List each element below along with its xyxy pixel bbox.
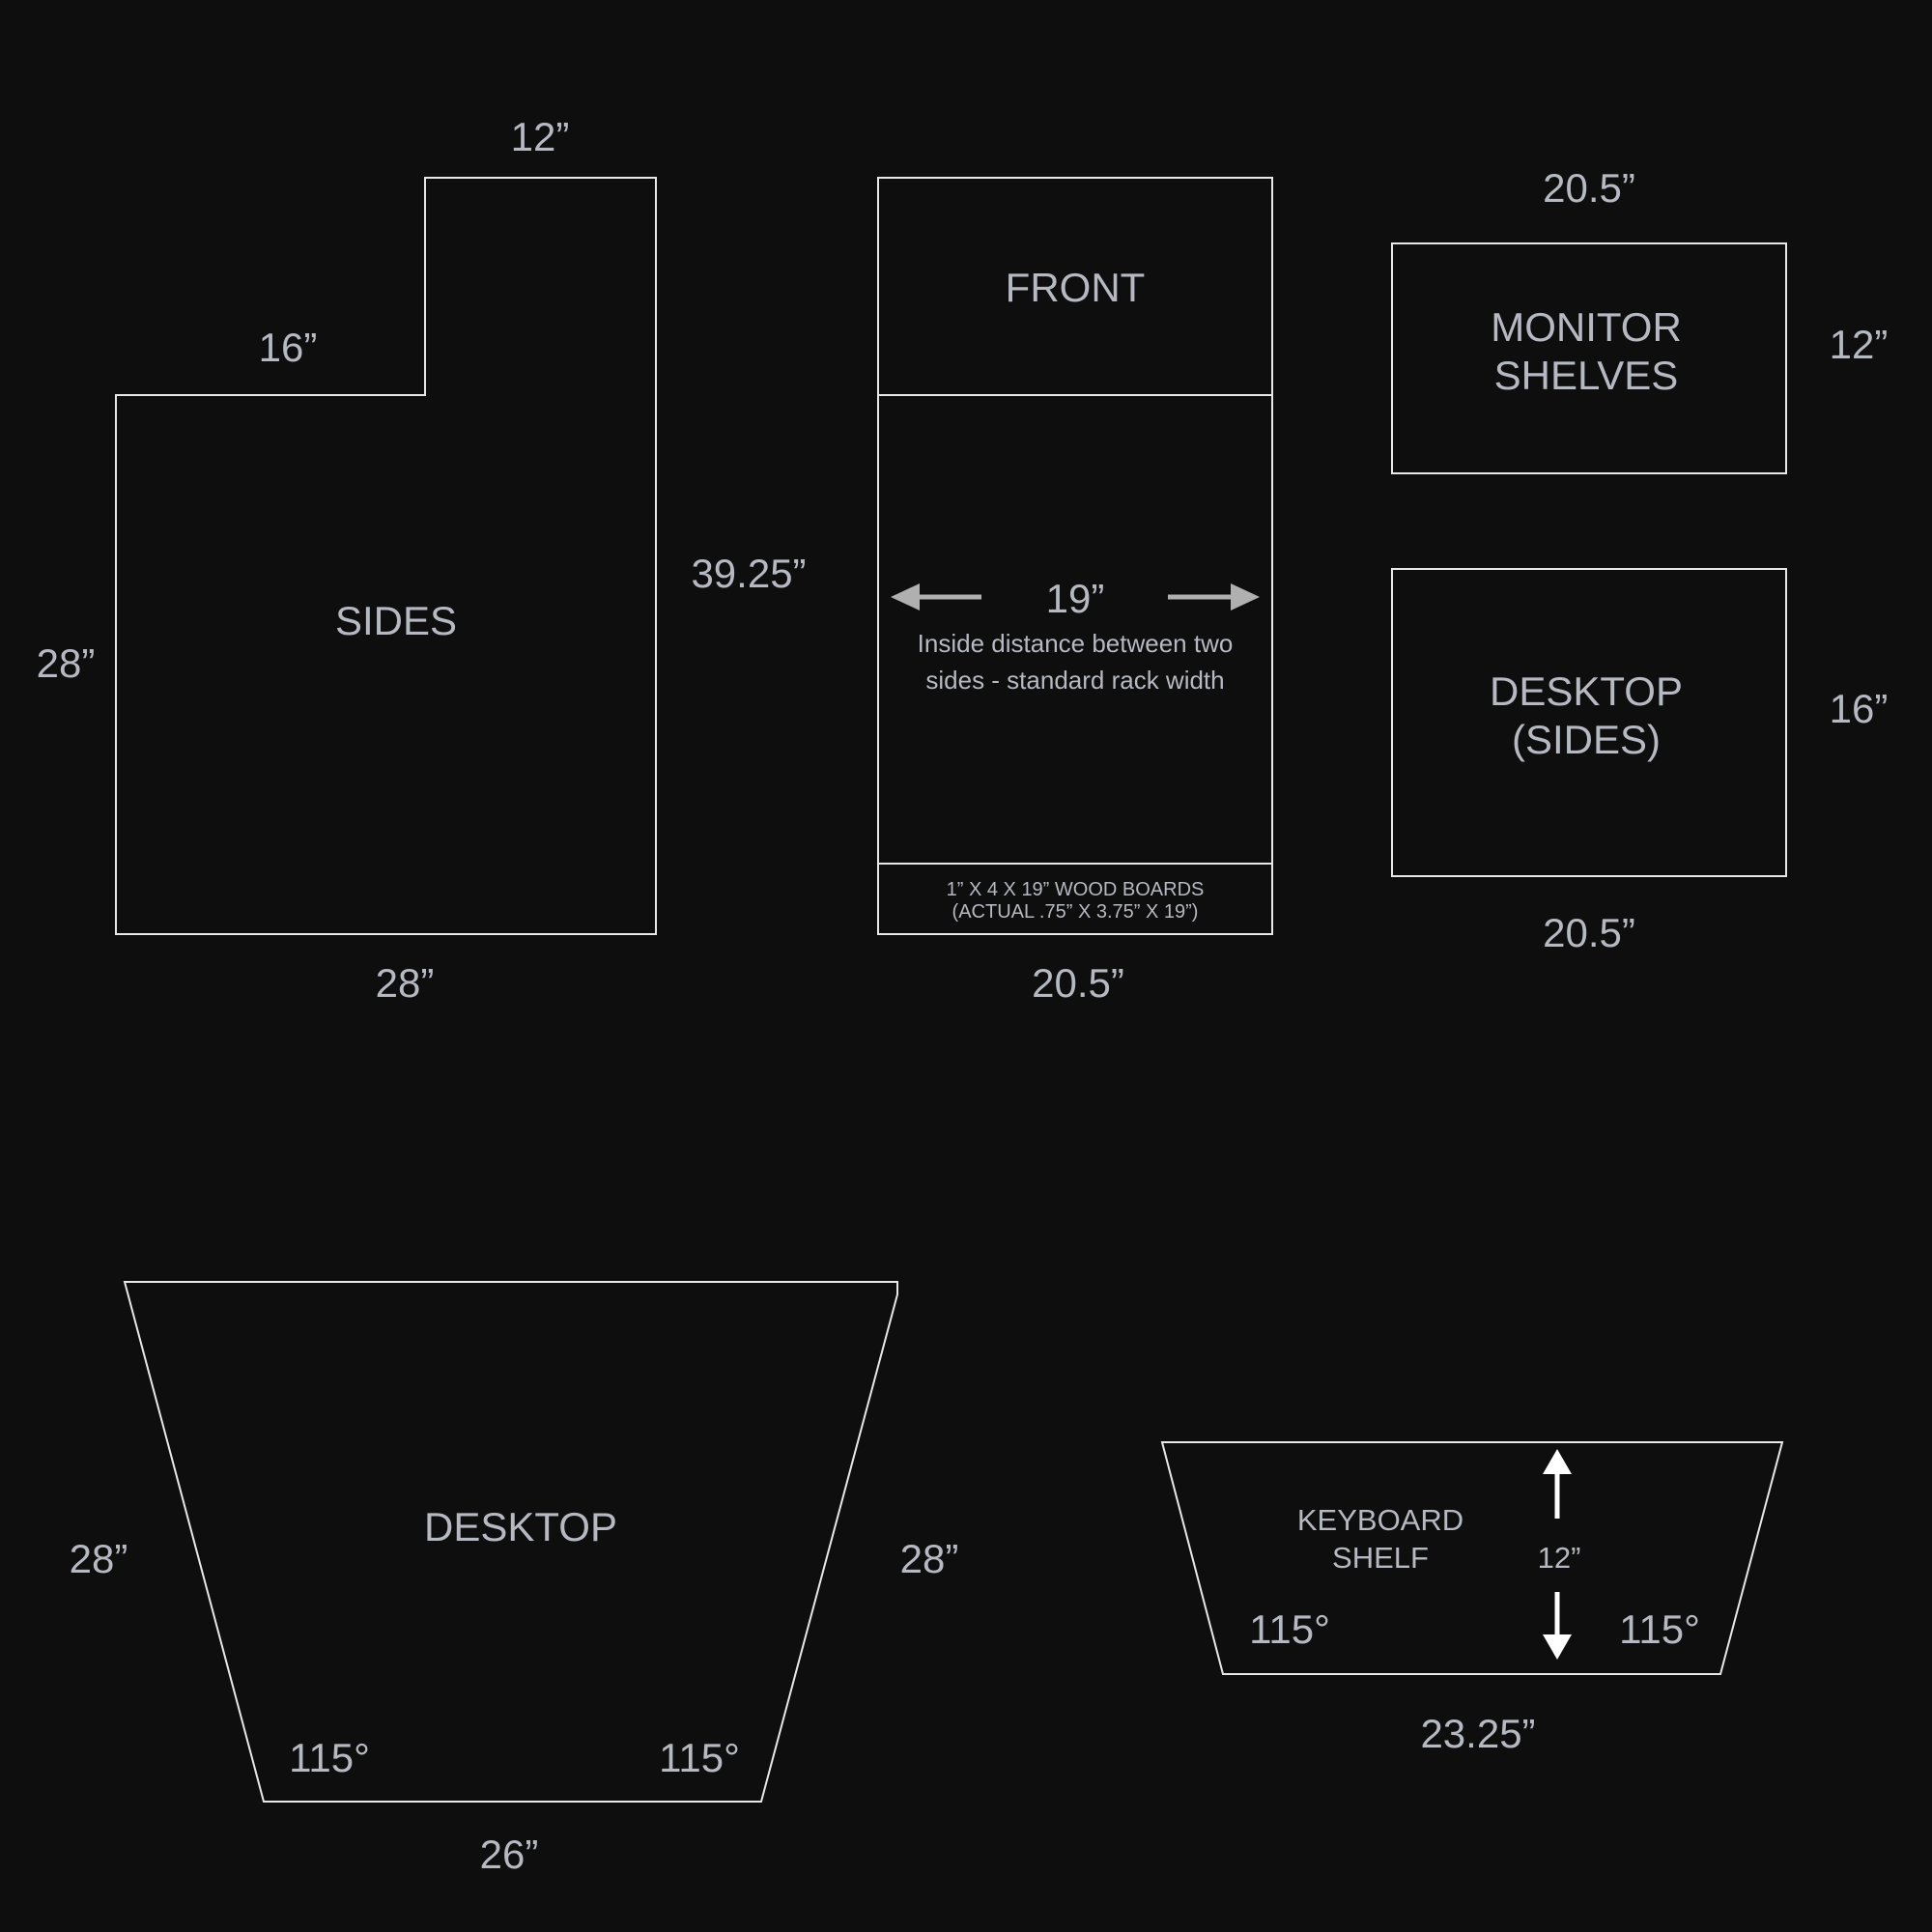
keyboard-shelf-title-line1: KEYBOARD bbox=[1297, 1503, 1463, 1537]
front-outline bbox=[877, 177, 1273, 935]
keyboard-shelf-bottom-width: 23.25” bbox=[1420, 1711, 1535, 1756]
keyboard-shelf-angle-left: 115° bbox=[1249, 1606, 1330, 1652]
desktop-bottom-width: 26” bbox=[480, 1832, 539, 1877]
monitor-shelves-panel: MONITOR SHELVES 20.5” 12” bbox=[1391, 165, 1889, 474]
desktop-sides-title-line1: DESKTOP bbox=[1490, 668, 1683, 714]
front-boards-line1: 1” X 4 X 19” WOOD BOARDS bbox=[947, 879, 1205, 900]
sides-outline bbox=[115, 177, 657, 935]
monitor-shelves-outline bbox=[1391, 242, 1787, 474]
front-inside-note-line2: sides - standard rack width bbox=[925, 666, 1224, 695]
front-title: FRONT bbox=[1006, 265, 1146, 310]
desktop-sides-height: 16” bbox=[1830, 686, 1889, 731]
keyboard-shelf-depth: 12” bbox=[1538, 1541, 1581, 1575]
right-arrow-icon bbox=[1168, 583, 1260, 611]
sides-step-width: 16” bbox=[259, 325, 318, 370]
sides-left-height: 28” bbox=[37, 640, 96, 686]
sides-bottom-width: 28” bbox=[376, 960, 435, 1006]
desktop-sides-outline bbox=[1391, 568, 1787, 877]
desktop-sides-bottom-width: 20.5” bbox=[1543, 910, 1635, 955]
desktop-outline bbox=[123, 1281, 898, 1803]
desktop-title: DESKTOP bbox=[424, 1504, 617, 1549]
desktop-panel: DESKTOP 28” 28” 115° 115° 26” bbox=[70, 1281, 959, 1877]
desktop-angle-left: 115° bbox=[289, 1735, 370, 1780]
sides-top-width: 12” bbox=[511, 114, 570, 159]
front-boards-line2: (ACTUAL .75” X 3.75” X 19”) bbox=[952, 901, 1199, 923]
desktop-sides-title-line2: (SIDES) bbox=[1512, 717, 1661, 762]
keyboard-shelf-panel: KEYBOARD SHELF 12” 115° 115° 23.25” bbox=[1160, 1441, 1784, 1756]
keyboard-shelf-title-line2: SHELF bbox=[1332, 1541, 1429, 1575]
front-inside-note-line1: Inside distance between two bbox=[918, 629, 1234, 658]
sides-panel: SIDES 12” 16” 28” 39.25” 28” bbox=[37, 114, 807, 1006]
desktop-left-side: 28” bbox=[70, 1536, 128, 1581]
front-bottom-width: 20.5” bbox=[1032, 960, 1124, 1006]
monitor-shelves-title-line1: MONITOR bbox=[1491, 304, 1682, 350]
monitor-shelves-top-width: 20.5” bbox=[1543, 165, 1635, 211]
front-inside-width: 19” bbox=[1046, 576, 1105, 621]
desktop-sides-panel: DESKTOP (SIDES) 16” 20.5” bbox=[1391, 568, 1889, 955]
down-arrow-icon bbox=[1543, 1592, 1572, 1660]
left-arrow-icon bbox=[891, 583, 981, 611]
keyboard-shelf-angle-right: 115° bbox=[1619, 1606, 1700, 1652]
monitor-shelves-title-line2: SHELVES bbox=[1494, 353, 1679, 398]
sides-right-height: 39.25” bbox=[691, 551, 806, 596]
keyboard-shelf-outline bbox=[1160, 1441, 1784, 1675]
sides-title: SIDES bbox=[335, 598, 457, 643]
monitor-shelves-height: 12” bbox=[1830, 322, 1889, 367]
desktop-right-side: 28” bbox=[900, 1536, 959, 1581]
desktop-angle-right: 115° bbox=[659, 1735, 740, 1780]
front-panel: FRONT 19” Inside distance between two si… bbox=[877, 177, 1273, 1006]
up-arrow-icon bbox=[1543, 1449, 1572, 1519]
